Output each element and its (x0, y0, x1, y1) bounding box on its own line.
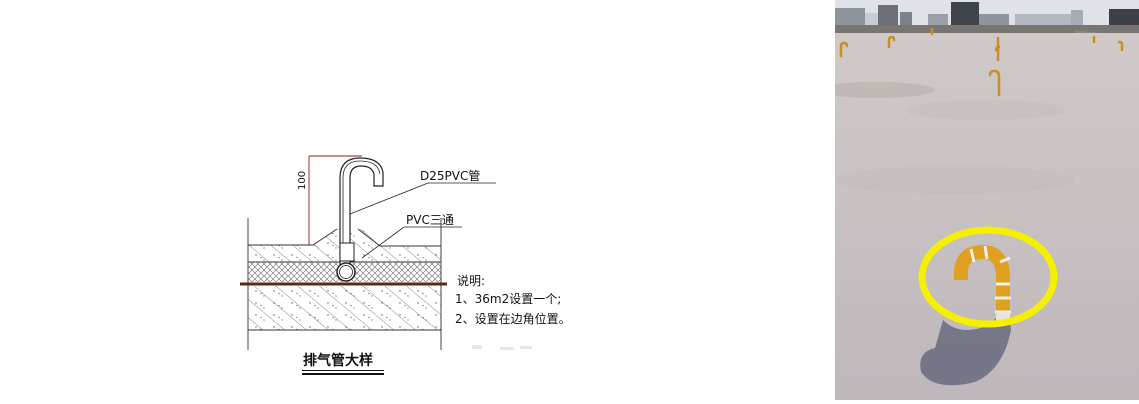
callout-d25pvc-pipe: D25PVC管 (420, 169, 481, 183)
title-underline-thick (302, 373, 384, 375)
callout-pvc-tee: PVC三通 (406, 213, 454, 227)
pipe-shadow (920, 300, 1011, 386)
leader-d25pvc (349, 182, 429, 215)
highlighted-vent-pipe (954, 244, 1011, 324)
distant-vent-pipes (839, 27, 1124, 97)
drawing-title: 排气管大样 (303, 353, 373, 369)
rooftop-photo-svg (835, 0, 1139, 400)
pvc-vent-pipe (336, 157, 384, 282)
vent-pipe-detail-drawing: 100 D25PVC管 PVC三通 说明: 1、36m2设置一个; 2、设置在边… (240, 155, 571, 375)
rooftop-photo (835, 0, 1139, 400)
dimension-label: 100 (297, 170, 308, 190)
dimension-100 (308, 155, 362, 245)
note-item-2: 2、设置在边角位置。 (455, 312, 571, 326)
notes-heading: 说明: (457, 274, 486, 288)
note-item-1: 1、36m2设置一个; (455, 292, 562, 306)
highlight-circle (918, 226, 1058, 328)
structural-slab (248, 286, 441, 331)
section-drawing-svg (240, 155, 532, 350)
title-underline-thin (302, 370, 384, 371)
faint-marks (472, 345, 532, 350)
parapet (835, 25, 1139, 33)
leader-pvc-tee (361, 226, 405, 259)
